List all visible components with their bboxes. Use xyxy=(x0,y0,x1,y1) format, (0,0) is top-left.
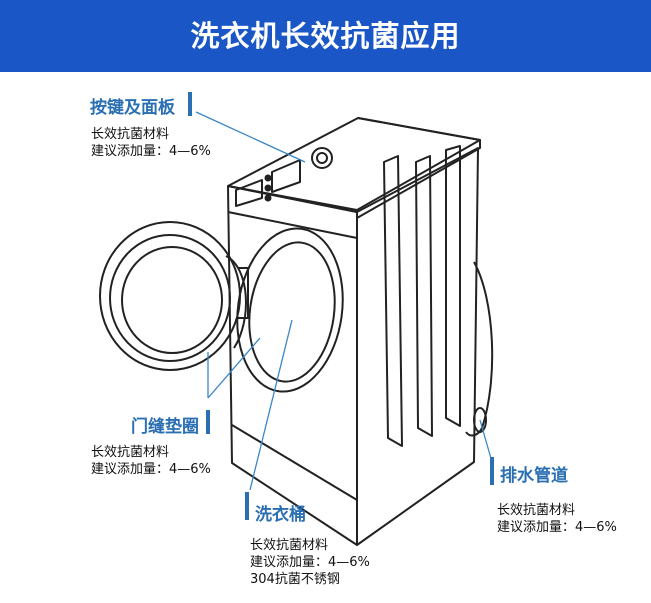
detergent-drawer xyxy=(235,179,263,207)
callout-drain-bar xyxy=(490,457,494,485)
leader-gasket xyxy=(207,337,261,399)
callout-drain-title: 排水管道 xyxy=(500,466,568,486)
callout-drain-note: 长效抗菌材料 建议添加量：4—6% xyxy=(497,502,617,536)
header-banner xyxy=(0,0,651,72)
callout-drum-title: 洗衣桶 xyxy=(255,505,306,525)
leader-panel xyxy=(195,111,306,163)
callout-gasket-note: 长效抗菌材料 建议添加量：4—6% xyxy=(91,444,211,478)
callout-drum-bar xyxy=(245,492,249,520)
callout-panel-line-1: 长效抗菌材料 xyxy=(91,127,170,142)
open-door xyxy=(99,221,241,371)
callout-gasket-bar xyxy=(206,410,210,434)
page-title: 洗衣机长效抗菌应用 xyxy=(190,19,461,53)
callout-drain-line-2: 建议添加量：4—6% xyxy=(497,520,617,535)
machine-side xyxy=(356,147,479,546)
control-knob xyxy=(311,147,333,169)
callout-panel-bar xyxy=(188,92,192,116)
callout-drum-line-3: 304抗菌不锈钢 xyxy=(250,572,340,587)
callout-panel-title: 按键及面板 xyxy=(90,98,175,118)
display-panel xyxy=(271,159,301,193)
callout-drum-line-1: 长效抗菌材料 xyxy=(250,538,329,553)
drum-opening xyxy=(236,227,344,393)
callout-gasket-line-2: 建议添加量：4—6% xyxy=(91,462,211,477)
callout-drain-line-1: 长效抗菌材料 xyxy=(497,503,576,518)
washing-machine-illustration xyxy=(99,111,494,546)
callout-panel-line-2: 建议添加量：4—6% xyxy=(91,144,211,159)
callout-gasket-title: 门缝垫圈 xyxy=(131,417,199,437)
leader-drum xyxy=(249,319,293,491)
callout-drum-line-2: 建议添加量：4—6% xyxy=(250,555,370,570)
callout-drum-note: 长效抗菌材料 建议添加量：4—6% 304抗菌不锈钢 xyxy=(250,537,370,588)
leader-drain xyxy=(479,419,493,463)
callout-gasket-line-1: 长效抗菌材料 xyxy=(91,445,170,460)
callout-panel-note: 长效抗菌材料 建议添加量：4—6% xyxy=(91,126,211,160)
drain-hose xyxy=(465,261,494,437)
